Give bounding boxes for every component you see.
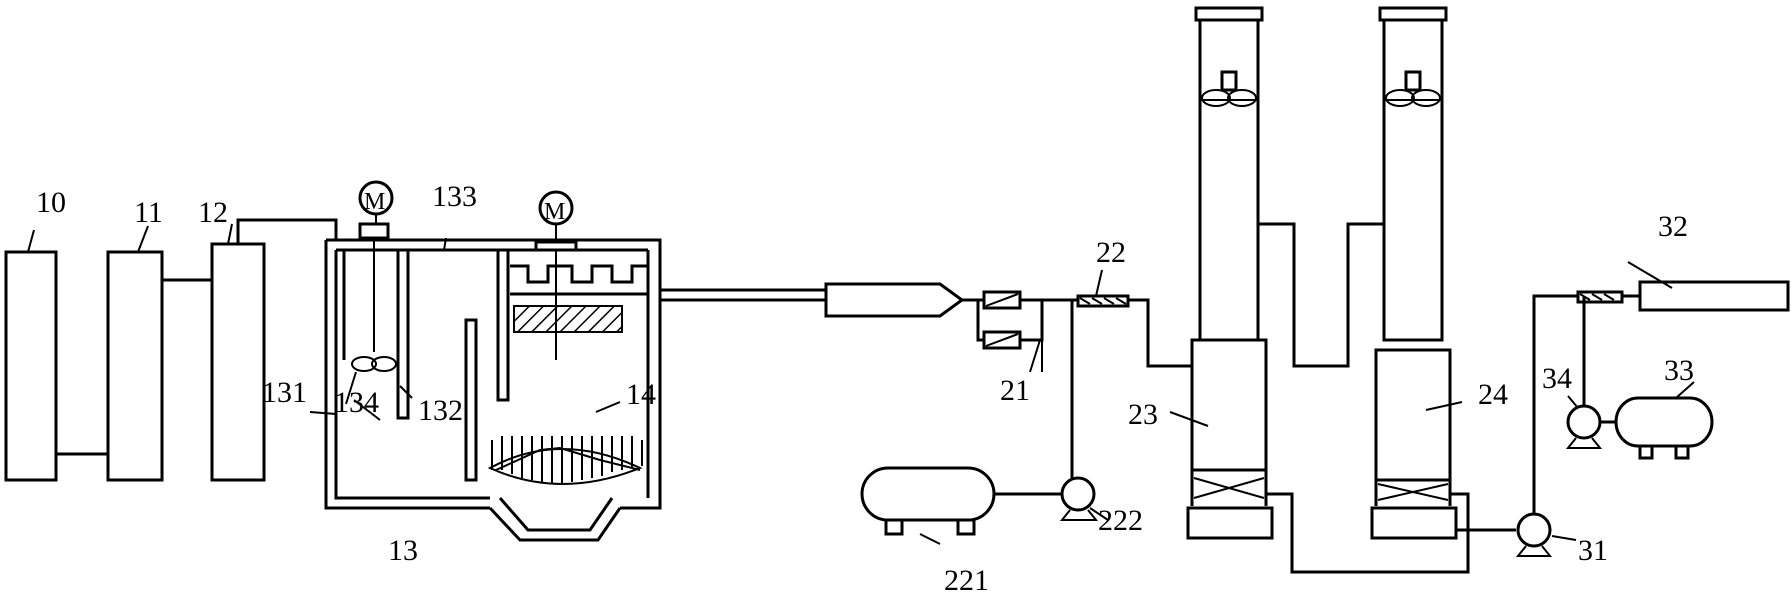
baffle-132 <box>396 248 410 420</box>
label-33: 33 <box>1664 354 1694 387</box>
column-23 <box>1186 6 1274 540</box>
baffle-center <box>464 318 478 482</box>
label-222: 222 <box>1098 504 1143 537</box>
label-131: 131 <box>262 376 307 409</box>
label-32: 32 <box>1658 210 1688 243</box>
diffuser-array <box>487 436 643 485</box>
label-22: 22 <box>1096 236 1126 269</box>
mixer-134: M <box>351 180 397 372</box>
label-24: 24 <box>1478 378 1508 411</box>
motor-left-label: M <box>364 189 385 215</box>
column-24 <box>1370 6 1458 540</box>
label-133: 133 <box>432 180 477 213</box>
tank-32 <box>1576 280 1790 420</box>
pump-31 <box>1515 294 1580 557</box>
label-221: 221 <box>944 564 989 597</box>
leader-lines <box>27 223 1695 545</box>
valve-group-21 <box>962 290 1052 372</box>
motor-right-label: M <box>544 199 565 225</box>
label-21: 21 <box>1000 374 1030 407</box>
storage-tank-221 <box>860 466 1062 536</box>
baffle-right <box>496 248 510 402</box>
pipe-12-13 <box>236 218 338 244</box>
label-34: 34 <box>1542 362 1572 395</box>
label-31: 31 <box>1578 534 1608 567</box>
unit-12 <box>210 242 266 482</box>
label-132: 132 <box>418 394 463 427</box>
mixer-14: M <box>510 190 648 360</box>
label-134: 134 <box>334 386 379 419</box>
label-23: 23 <box>1128 398 1158 431</box>
unit-11 <box>106 250 164 482</box>
pump-222 <box>1059 476 1099 521</box>
label-12: 12 <box>198 196 228 229</box>
static-mixer-22 <box>1052 294 1212 496</box>
tank-33 <box>1614 396 1714 460</box>
label-14: 14 <box>626 378 656 411</box>
ejector-arrow <box>824 282 965 318</box>
label-10: 10 <box>36 186 66 219</box>
unit-10 <box>4 250 58 482</box>
reaction-tank <box>324 238 662 542</box>
label-11: 11 <box>134 196 163 229</box>
pump-34 <box>1565 404 1626 449</box>
label-13: 13 <box>388 534 418 567</box>
pipe-bottom-return <box>1266 492 1470 574</box>
pipe-23-24-top <box>1258 222 1384 368</box>
